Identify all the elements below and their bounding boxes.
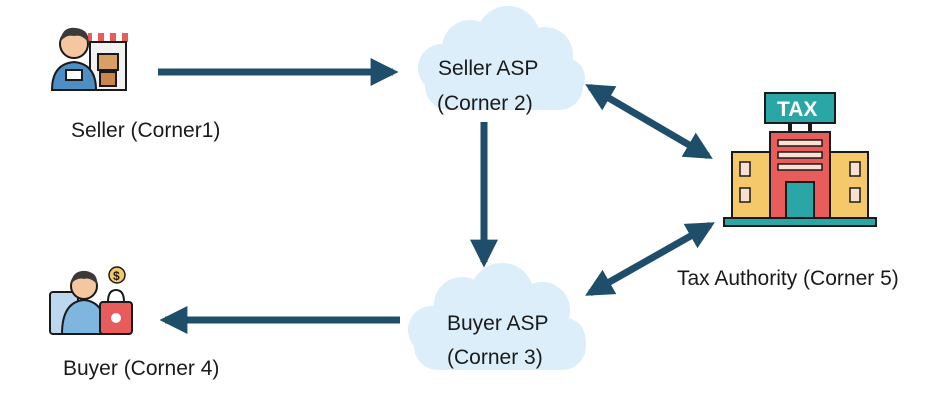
buyer-asp-label-line2: (Corner 3) <box>447 346 543 369</box>
buyer-asp-cloud-icon <box>408 263 586 370</box>
seller-label: Seller (Corner1) <box>71 119 220 142</box>
tax-authority-label: Tax Authority (Corner 5) <box>677 267 899 290</box>
seller-asp-cloud-icon <box>418 6 585 110</box>
seller-asp-label-line1: Seller ASP <box>438 57 538 80</box>
tax-sign-text: TAX <box>777 98 817 121</box>
svg-text:$: $ <box>113 269 120 283</box>
arrow-seller-asp-tax-authority <box>585 83 713 160</box>
buyer-shopping-icon: $ <box>49 266 133 335</box>
buyer-label: Buyer (Corner 4) <box>63 357 219 380</box>
seller-shop-icon <box>50 27 128 91</box>
arrows <box>158 58 715 334</box>
buyer-asp-label-line1: Buyer ASP <box>447 312 549 335</box>
tax-building-icon: TAX <box>723 92 877 227</box>
seller-asp-label-line2: (Corner 2) <box>437 92 533 115</box>
arrow-buyer-asp-tax-authority <box>585 221 715 297</box>
